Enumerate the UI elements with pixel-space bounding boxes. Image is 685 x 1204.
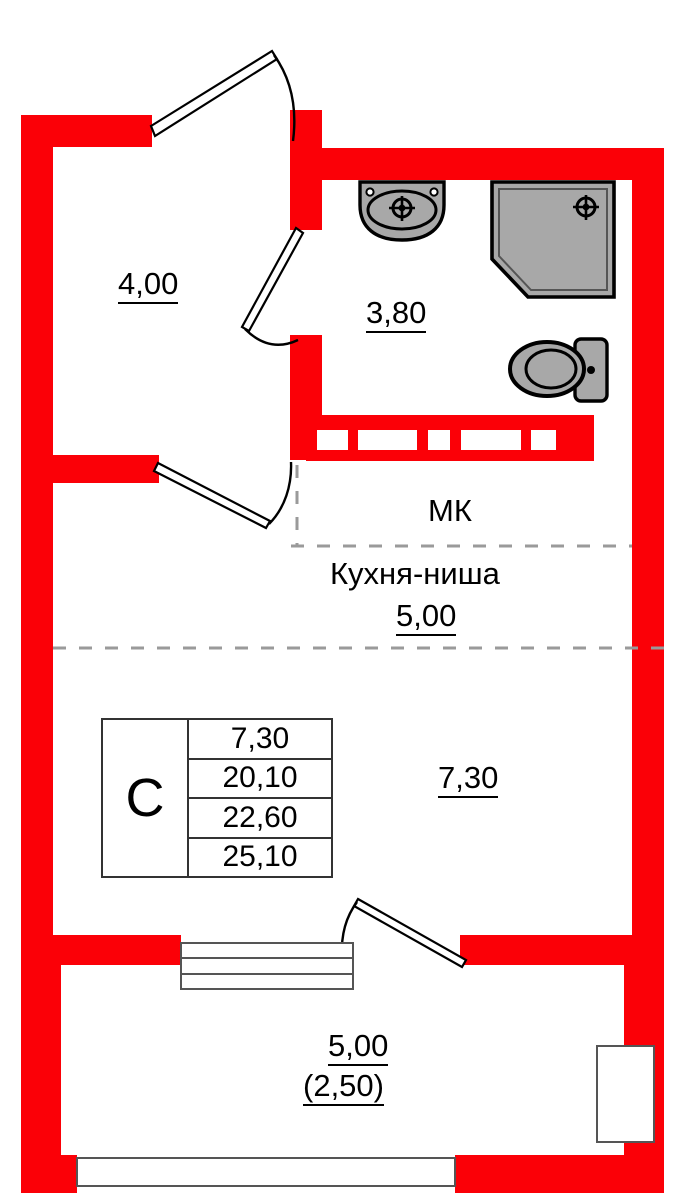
balcony-door — [340, 897, 468, 969]
wall-left-lower — [21, 965, 61, 1155]
windows — [76, 942, 655, 1187]
wall-balcony-bottom-left — [21, 1155, 77, 1193]
wall-main-bottom-right — [460, 935, 664, 965]
shower-enclosure-icon — [490, 180, 616, 299]
walls — [21, 110, 664, 1193]
table-row: 22,60 — [189, 799, 331, 839]
balcony-bottom-glazing — [76, 1157, 456, 1187]
wall-main-bottom-left — [21, 935, 181, 965]
table-row: 20,10 — [189, 760, 331, 799]
balcony-window — [180, 942, 354, 990]
summary-table: С 7,30 20,10 22,60 25,10 — [101, 718, 333, 878]
hall-area-label: 4,00 — [118, 267, 179, 304]
kitchen-nook-area-label: 5,00 — [396, 599, 457, 636]
wall-top-bathroom — [306, 148, 664, 180]
table-row: 7,30 — [189, 720, 331, 760]
living-area-label: 7,30 — [438, 761, 499, 798]
balcony-area-secondary-label: (2,50) — [303, 1069, 384, 1106]
bathroom-door — [240, 226, 305, 346]
hall-to-room-door — [152, 461, 293, 530]
wall-entry-notch — [306, 148, 332, 174]
wall-bathroom-bottom-right — [568, 415, 594, 461]
bathroom-area-label: 3,80 — [366, 296, 427, 333]
toilet-icon — [508, 337, 609, 403]
kitchen-nook-name-label: Кухня-ниша — [330, 556, 500, 591]
entrance-door — [149, 49, 296, 142]
summary-table-type-letter: С — [103, 720, 189, 876]
wall-hall-divider — [21, 455, 159, 483]
mk-label: МК — [428, 493, 472, 528]
summary-table-values: 7,30 20,10 22,60 25,10 — [189, 720, 331, 876]
balcony-area-label: 5,00 — [328, 1029, 389, 1066]
wall-hatch-gaps — [317, 430, 556, 450]
table-row: 25,10 — [222, 840, 298, 874]
bathroom-fixtures — [358, 180, 616, 403]
doors — [149, 49, 468, 969]
kitchen-zone-dashed — [53, 465, 664, 650]
exterior-window — [596, 1045, 655, 1143]
wall-right-upper — [632, 148, 664, 968]
wall-left-upper — [21, 115, 53, 965]
washbasin-icon — [358, 180, 446, 242]
wall-balcony-bottom-right — [455, 1155, 664, 1193]
